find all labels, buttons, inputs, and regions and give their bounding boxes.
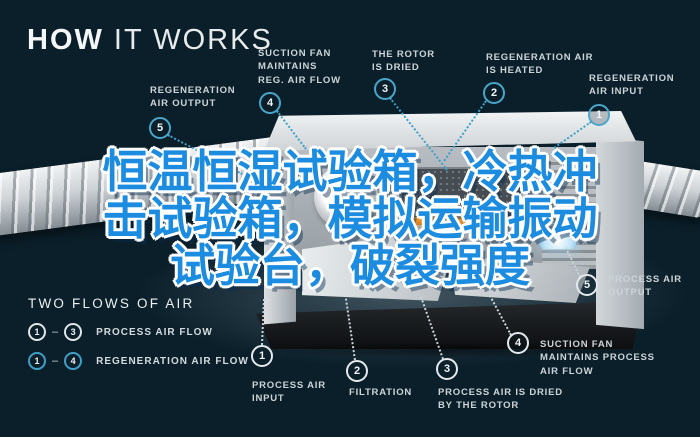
callout-label-rotor-dried: THE ROTOR IS DRIED: [372, 49, 435, 74]
number-text: 2: [490, 87, 498, 99]
legend-title: TWO FLOWS OF AIR: [28, 296, 195, 311]
number-text: 1: [258, 350, 266, 362]
callout-label-suction-process: SUCTION FAN MAINTAINS PROCESS AIR FLOW: [540, 339, 655, 377]
fan-cylinder: [314, 165, 378, 229]
machine-shadow: [250, 341, 650, 359]
title-light-part: IT WORKS: [103, 24, 273, 56]
callout-label-reg-output: REGENERATION AIR OUTPUT: [150, 85, 236, 110]
legend-label-regeneration: REGENERATION AIR FLOW: [96, 355, 249, 367]
callout-number-rotor-dried: 3: [374, 78, 396, 100]
callout-number-reg-output: 5: [149, 117, 171, 139]
callout-number-process-output: 5: [576, 274, 598, 296]
rotor-honeycomb: [400, 167, 522, 225]
callout-number-filtration: 2: [346, 360, 368, 382]
callout-number-reg-input: 1: [588, 104, 610, 126]
number-text: 1: [595, 109, 603, 121]
callout-number-suction-process: 4: [507, 332, 529, 354]
number-text: 3: [443, 363, 451, 375]
callout-number-process-input: 1: [251, 345, 273, 367]
callout-label-process-input: PROCESS AIR INPUT: [252, 380, 326, 405]
heater-element: [408, 217, 470, 225]
legend-row-regeneration: 1 – 4 REGENERATION AIR FLOW: [28, 352, 249, 370]
callout-label-process-dried: PROCESS AIR IS DRIED BY THE ROTOR: [438, 387, 563, 412]
callout-label-suction-reg: SUCTION FAN MAINTAINS REG. AIR FLOW: [258, 48, 341, 86]
legend-circle-from: 1: [28, 323, 46, 341]
callout-label-reg-heated: REGENERATION AIR IS HEATED: [486, 52, 594, 77]
dehumidifier-machine-illustration: [250, 105, 650, 359]
legend-dash: –: [52, 326, 59, 338]
legend-circle-to: 4: [64, 352, 83, 370]
legend-circle-to: 3: [64, 323, 83, 341]
page-title: HOW IT WORKS: [27, 24, 273, 57]
chinese-headline-overlay: 恒温恒湿试验箱，冷热冲 击试验箱，模拟运输振动 试验台，破裂强度: [102, 145, 598, 292]
process-air-output-nozzle: [540, 233, 576, 249]
number-text: 4: [70, 356, 76, 366]
number-text: 5: [583, 279, 591, 291]
number-text: 5: [156, 122, 164, 134]
number-text: 1: [34, 327, 40, 337]
legend-dash: –: [52, 355, 59, 367]
callout-label-reg-input: REGENERATION AIR INPUT: [589, 73, 675, 98]
number-text: 1: [34, 356, 40, 366]
legend-circle-from: 1: [28, 352, 46, 370]
callout-label-process-output: PROCESS AIR OUTPUT: [608, 274, 682, 299]
number-text: 3: [70, 327, 76, 337]
number-text: 3: [381, 83, 389, 95]
callout-number-process-dried: 3: [436, 358, 458, 380]
air-flow-legend: TWO FLOWS OF AIR 1 – 3 PROCESS AIR FLOW …: [28, 296, 249, 381]
number-text: 4: [514, 337, 522, 349]
callout-label-filtration: FILTRATION: [349, 387, 413, 398]
number-text: 2: [353, 365, 361, 377]
legend-label-process: PROCESS AIR FLOW: [96, 326, 213, 338]
number-text: 4: [266, 97, 274, 109]
callout-number-reg-heated: 2: [483, 82, 505, 104]
callout-number-suction-reg: 4: [259, 92, 281, 114]
legend-row-process: 1 – 3 PROCESS AIR FLOW: [28, 323, 249, 341]
title-bold-part: HOW: [27, 24, 104, 56]
